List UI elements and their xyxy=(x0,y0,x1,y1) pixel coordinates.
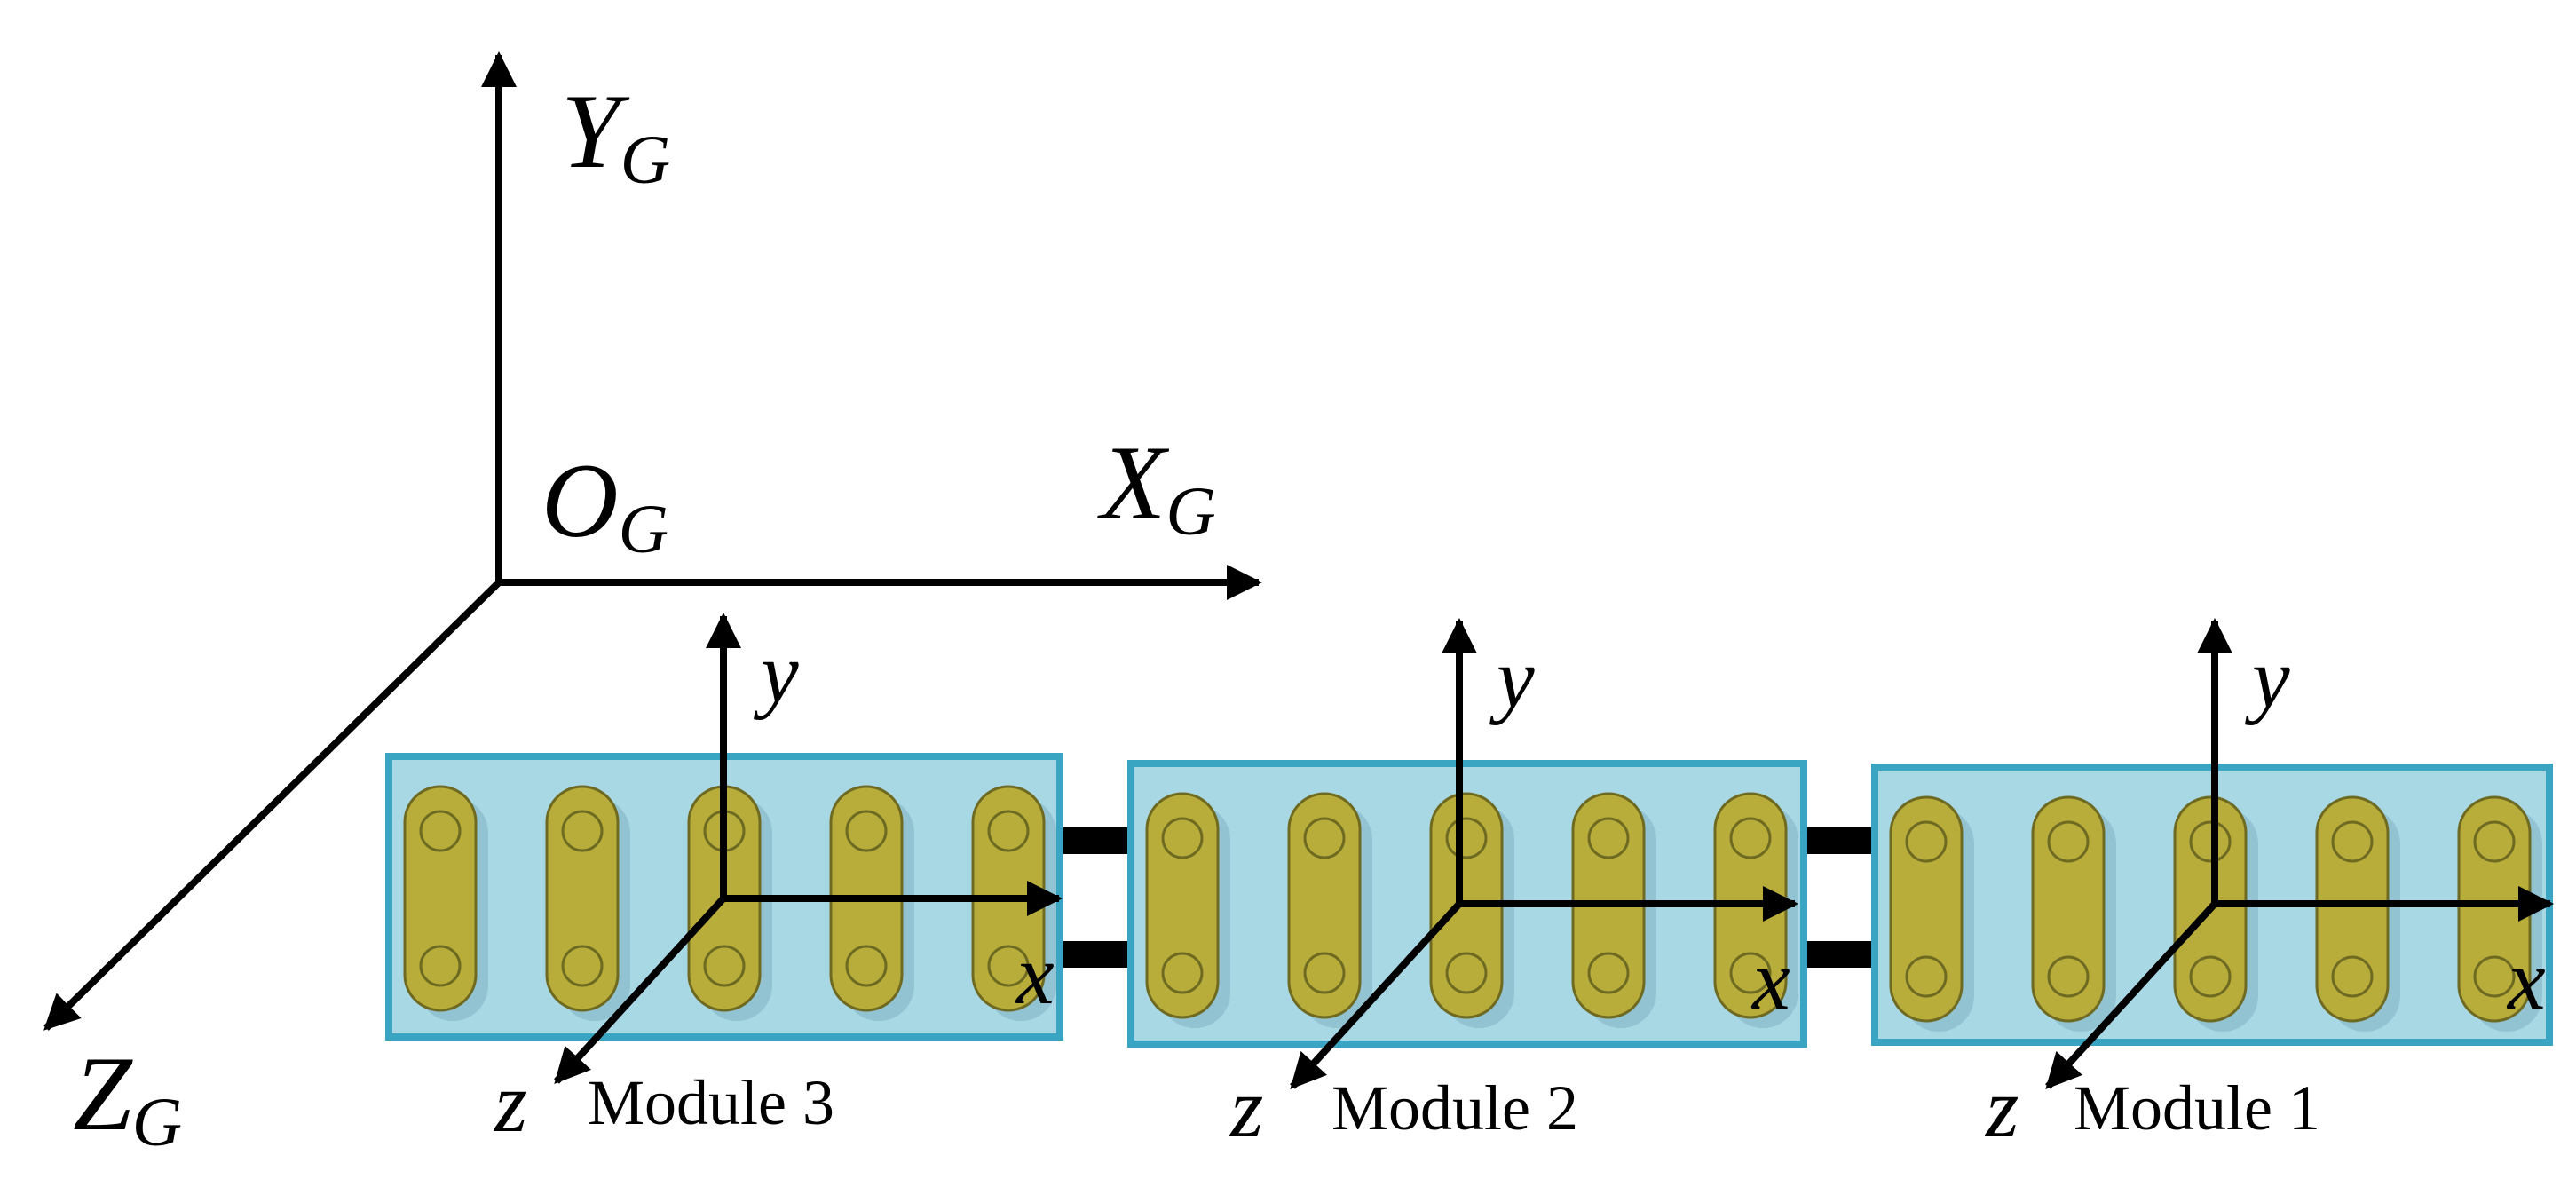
pill xyxy=(403,785,478,1012)
local-x-label: x xyxy=(1015,927,1055,1022)
hole xyxy=(845,810,888,852)
hole xyxy=(1729,952,1772,994)
local-x-label: x xyxy=(1750,932,1790,1027)
connector-3-2-bottom xyxy=(1056,941,1131,968)
local-z-axis xyxy=(2045,901,2217,1089)
hole xyxy=(987,945,1030,987)
hole xyxy=(1445,817,1488,859)
global-z-axis xyxy=(43,580,502,1031)
hole xyxy=(419,945,462,987)
hole xyxy=(419,810,462,852)
hole xyxy=(1303,817,1346,859)
hole xyxy=(703,945,746,987)
local-z-axis xyxy=(1290,901,1462,1089)
modules: y x z Module 3 y x z Module 2 y x z Module 1 xyxy=(385,613,2554,1155)
hole xyxy=(1905,820,1948,863)
hole xyxy=(2047,820,2090,863)
connectors xyxy=(1056,827,1877,968)
global-x-label: XG xyxy=(1097,423,1216,550)
module-label: Module 2 xyxy=(1331,1072,1578,1143)
local-y-label: y xyxy=(1489,630,1535,725)
local-z-axis xyxy=(554,896,726,1084)
hole xyxy=(561,810,604,852)
pill xyxy=(1889,795,1964,1023)
global-z-label: ZG xyxy=(73,1034,182,1160)
pill xyxy=(2315,795,2390,1023)
hole xyxy=(2047,955,2090,998)
hole xyxy=(1587,952,1630,994)
local-z-label: z xyxy=(1984,1060,2019,1155)
module-2: y x z Module 2 xyxy=(1127,618,1807,1155)
local-y-label: y xyxy=(2244,630,2290,725)
hole xyxy=(1905,955,1948,998)
hole xyxy=(1161,817,1204,859)
connector-2-1-bottom xyxy=(1802,941,1877,968)
connector-3-2-top xyxy=(1056,827,1131,854)
hole xyxy=(1303,952,1346,994)
hole xyxy=(1587,817,1630,859)
pill xyxy=(545,785,620,1012)
hole xyxy=(1161,952,1204,994)
hole xyxy=(2473,820,2516,863)
hole xyxy=(2189,955,2232,998)
local-y-label: y xyxy=(753,625,799,720)
module-1: y x z Module 1 xyxy=(1871,618,2554,1155)
module-label: Module 3 xyxy=(588,1067,834,1138)
pill xyxy=(2031,795,2106,1023)
local-x-label: x xyxy=(2506,932,2546,1027)
hole xyxy=(561,945,604,987)
global-origin-label: OG xyxy=(541,441,668,567)
global-y-label: YG xyxy=(561,72,670,198)
hole xyxy=(987,810,1030,852)
pill xyxy=(1145,792,1220,1019)
hole xyxy=(2473,955,2516,998)
module-label: Module 1 xyxy=(2074,1072,2320,1143)
global-frame: YG XG OG ZG xyxy=(43,51,1262,1160)
hole xyxy=(1445,952,1488,994)
pill xyxy=(1287,792,1362,1019)
local-z-label: z xyxy=(1229,1060,1263,1155)
hole xyxy=(2331,955,2374,998)
local-z-label: z xyxy=(493,1055,527,1150)
connector-2-1-top xyxy=(1802,827,1877,854)
hole xyxy=(2331,820,2374,863)
hole xyxy=(2189,820,2232,863)
hole xyxy=(845,945,888,987)
hole xyxy=(1729,817,1772,859)
module-3: y x z Module 3 xyxy=(385,613,1063,1150)
